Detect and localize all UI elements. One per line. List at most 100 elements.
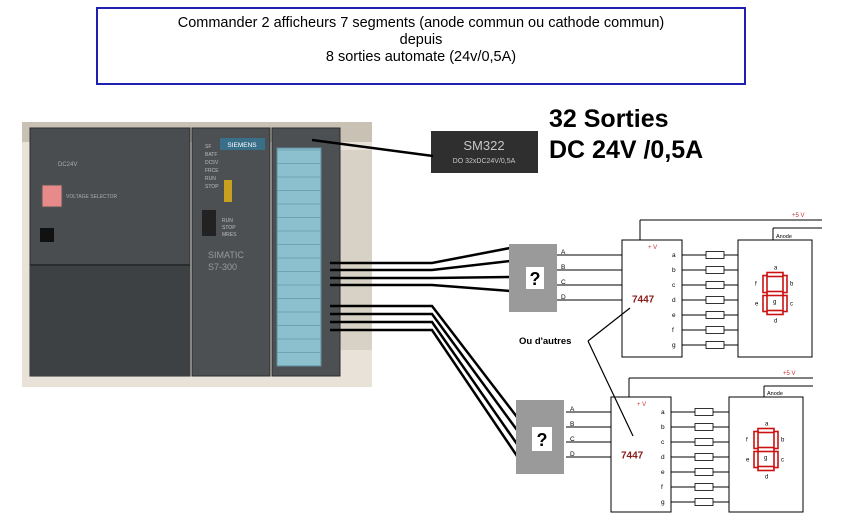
input-label: C xyxy=(570,436,575,443)
resistor xyxy=(705,296,725,304)
resistor xyxy=(705,251,725,259)
plc-mode-mres: MRES xyxy=(222,232,237,238)
module-spec: DO 32xDC24V/0,5A xyxy=(453,158,516,165)
output-label: a xyxy=(672,252,676,259)
plc-mode-1: BATF xyxy=(205,152,217,158)
resistor xyxy=(694,468,714,476)
title-line-2: depuis xyxy=(399,32,443,48)
title-box: Commander 2 afficheurs 7 segments (anode… xyxy=(96,7,746,85)
decoder-chip xyxy=(621,239,683,358)
output-label: d xyxy=(661,454,665,461)
segment xyxy=(766,271,784,278)
output-label: d xyxy=(672,297,676,304)
alt-note-arrow-1 xyxy=(587,307,631,342)
output-label: g xyxy=(661,499,665,506)
input-label: B xyxy=(561,264,565,271)
input-label: A xyxy=(570,406,575,413)
segment-label: f xyxy=(755,282,757,288)
plc-name-line2: S7-300 xyxy=(208,262,237,272)
resistor xyxy=(705,266,725,274)
segment-label: b xyxy=(781,438,785,444)
resistor xyxy=(694,483,714,491)
segment xyxy=(782,274,788,294)
pointer-line xyxy=(311,138,434,158)
plc-mode-3: FRCE xyxy=(205,168,219,174)
segment-label: c xyxy=(781,458,784,464)
segment xyxy=(766,290,784,297)
segment xyxy=(753,450,759,469)
plc-mode-stop: STOP xyxy=(222,225,236,231)
heading-line-1: 32 Sorties xyxy=(549,105,669,133)
output-label: g xyxy=(672,342,676,349)
input-label: B xyxy=(570,421,574,428)
segment-label: g xyxy=(773,300,776,306)
output-label: f xyxy=(672,327,674,334)
alt-note: Ou d'autres xyxy=(519,336,571,347)
output-label: e xyxy=(661,469,665,476)
resistor xyxy=(705,281,725,289)
segment xyxy=(773,430,779,450)
segment xyxy=(773,450,779,469)
decoder-label: 7447 xyxy=(632,295,655,306)
plc-brand: SIEMENS xyxy=(227,142,257,149)
output-label: e xyxy=(672,312,676,319)
segment xyxy=(782,294,788,313)
unknown-symbol-1: ? xyxy=(530,269,541,289)
segment-label: e xyxy=(755,302,759,308)
segment xyxy=(762,294,768,313)
supply-label: +5 V xyxy=(783,371,796,377)
unknown-block-2: ? xyxy=(516,400,564,474)
heading-line-2: DC 24V /0,5A xyxy=(549,136,704,164)
resistor xyxy=(694,453,714,461)
supply-label: +5 V xyxy=(792,213,805,219)
segment-label: b xyxy=(790,282,794,288)
anode-label: Anode xyxy=(767,391,783,397)
segment-label: a xyxy=(765,422,769,428)
segment-label: d xyxy=(774,319,777,325)
plc-mode-4: RUN xyxy=(205,176,216,182)
segment xyxy=(757,465,775,472)
plc-mode-5: STOP xyxy=(205,184,219,190)
resistor xyxy=(705,341,725,349)
plc-name-line1: SIMATIC xyxy=(208,250,244,260)
resistor xyxy=(694,438,714,446)
input-label: A xyxy=(561,249,566,256)
unknown-block-1: ? xyxy=(509,244,557,312)
seven-seg-display xyxy=(737,239,813,358)
plc-photo: DC24V VOLTAGE SELECTOR SIEMENS SF BATF DC5… xyxy=(22,122,372,387)
vcc-label: + V xyxy=(637,402,646,408)
plc-mode-2: DC5V xyxy=(205,160,219,166)
plc-power-label: DC24V xyxy=(58,162,77,168)
output-label: f xyxy=(661,484,663,491)
decoder-label: 7447 xyxy=(621,451,644,462)
resistor xyxy=(694,408,714,416)
plc-voltage-label: VOLTAGE SELECTOR xyxy=(66,194,118,200)
segment-label: d xyxy=(765,475,768,481)
segment-label: a xyxy=(774,266,778,272)
segment-label: e xyxy=(746,458,750,464)
input-label: C xyxy=(561,279,566,286)
plc-mode-0: SF xyxy=(205,144,211,150)
plc-output-wires xyxy=(330,246,519,457)
segment-label: g xyxy=(764,456,767,462)
alt-note-arrow-2 xyxy=(587,340,634,437)
segment-label: c xyxy=(790,302,793,308)
module-label-photo: SM322 DO 32xDC24V/0,5A xyxy=(431,131,538,173)
input-label: D xyxy=(561,294,566,301)
resistor xyxy=(694,423,714,431)
decoder-chip xyxy=(610,396,672,513)
output-label: c xyxy=(672,282,676,289)
segment xyxy=(762,274,768,294)
unknown-symbol-2: ? xyxy=(537,430,548,450)
output-label: b xyxy=(672,267,676,274)
resistor xyxy=(705,311,725,319)
segment xyxy=(757,427,775,434)
resistor xyxy=(705,326,725,334)
segment xyxy=(753,430,759,450)
output-label: b xyxy=(661,424,665,431)
input-label: D xyxy=(570,451,575,458)
title-line-3: 8 sorties automate (24v/0,5A) xyxy=(325,49,517,65)
